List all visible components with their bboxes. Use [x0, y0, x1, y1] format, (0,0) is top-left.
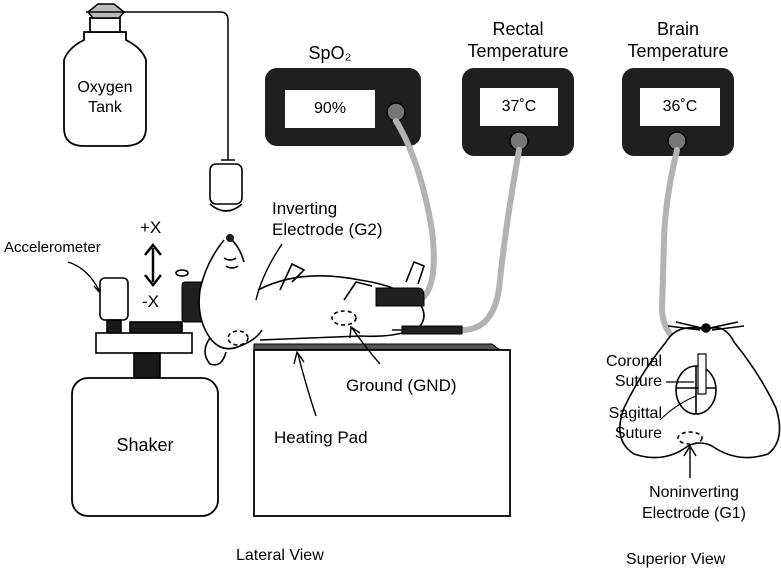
rectal-title-line2: Temperature [467, 41, 569, 61]
rectal-temperature-reading: 37˚C [501, 98, 537, 115]
spo2-title: SpO₂ [308, 43, 352, 63]
inverting-label-line1: Inverting [272, 199, 338, 218]
spo2-cable [393, 118, 437, 305]
sagittal-label-line2: Suture [614, 425, 662, 442]
brain-temperature-monitor [622, 68, 734, 156]
coronal-label-line1: Coronal [605, 353, 662, 370]
oxygen-tube [124, 11, 229, 160]
vibration-direction-arrow [144, 242, 162, 288]
rectal-cable [459, 147, 522, 333]
ground-label: Ground (GND) [346, 376, 457, 395]
brain-temperature-cable [658, 147, 699, 353]
sagittal-suture-pointer [659, 395, 697, 421]
rectal-title-line1: Rectal [492, 19, 544, 39]
nose-cone [209, 163, 243, 212]
accelerometer-pointer-arrow [67, 261, 101, 293]
noninverting-electrode-pointer [683, 444, 697, 478]
shaker-body [71, 377, 219, 517]
spo2-paw-clip [375, 287, 425, 307]
oxygen-tank-label: Oxygen Tank [64, 78, 146, 118]
inverting-electrode-label: Inverting Electrode (G2) [272, 198, 383, 240]
noninverting-label-line1: Noninverting [649, 484, 739, 501]
spo2-reading: 90% [313, 100, 347, 117]
accelerometer-label: Accelerometer [4, 239, 101, 256]
heating-pad-pointer [293, 350, 317, 417]
minus-x-label: -X [142, 292, 159, 311]
accelerometer [99, 277, 129, 335]
rectal-temperature-monitor [462, 68, 574, 156]
inverting-electrode-pointer [255, 243, 283, 301]
coronal-label-line2: Suture [614, 373, 662, 390]
brain-temperature-probe [697, 353, 707, 395]
brain-temperature-reading: 36˚C [662, 98, 698, 115]
nose-electrode [226, 234, 234, 242]
table [253, 349, 511, 517]
shaker-label: Shaker [116, 435, 174, 455]
lateral-view-caption: Lateral View [236, 547, 324, 564]
noninverting-label-line2: Electrode (G1) [641, 505, 747, 522]
ground-pointer [349, 325, 381, 365]
noninverting-electrode-label: Noninverting Electrode (G1) [626, 482, 762, 524]
heating-pad-label: Heating Pad [274, 428, 368, 447]
inverting-label-line2: Electrode (G2) [272, 220, 383, 239]
coronal-suture-label: Coronal Suture [578, 352, 662, 392]
shaker-platform [95, 321, 193, 380]
sagittal-label-line1: Sagittal [608, 405, 662, 422]
rectal-probe [401, 325, 463, 335]
brain-temperature-title: Brain Temperature [612, 18, 744, 62]
brain-title-line2: Temperature [627, 41, 729, 61]
plus-x-label: +X [140, 218, 162, 237]
superior-view-caption: Superior View [626, 551, 726, 568]
rectal-temperature-title: Rectal Temperature [452, 18, 584, 62]
oxygen-tank-label-line1: Oxygen [77, 79, 133, 96]
sagittal-suture-label: Sagittal Suture [578, 404, 662, 444]
tank-valve-icon [86, 3, 126, 19]
oxygen-tank-label-line2: Tank [88, 99, 122, 116]
brain-title-line1: Brain [656, 19, 700, 39]
